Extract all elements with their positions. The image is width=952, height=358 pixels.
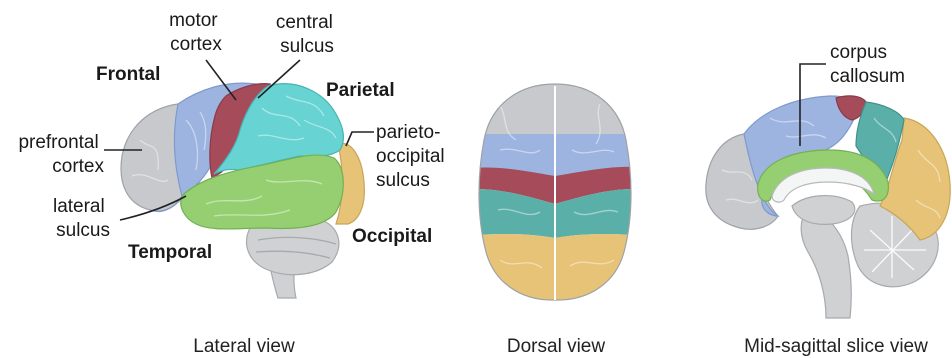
label-temporal: Temporal [128, 242, 212, 263]
label-prefrontal-cortex: prefrontal cortex [18, 132, 104, 177]
lateral-view: motor cortex central sulcus Frontal Pari… [18, 10, 450, 357]
sagittal-thalamus [792, 196, 855, 225]
label-central-sulcus: central sulcus [276, 12, 338, 57]
label-motor-cortex: motor cortex [169, 10, 223, 55]
caption-dorsal-view: Dorsal view [507, 336, 605, 357]
caption-sagittal-view: Mid-sagittal slice view [744, 336, 928, 357]
label-lateral-sulcus: lateral sulcus [53, 196, 110, 241]
label-frontal: Frontal [96, 64, 160, 85]
leader-parieto-occipital [346, 132, 374, 146]
dorsal-view: Dorsal view [460, 80, 650, 357]
label-parietal: Parietal [326, 80, 395, 101]
label-occipital: Occipital [352, 226, 432, 247]
caption-lateral-view: Lateral view [193, 336, 295, 357]
label-corpus-callosum: corpus callosum [830, 42, 905, 87]
prefrontal-region [121, 104, 182, 211]
label-parieto-occipital-sulcus: parieto- occipital sulcus [376, 122, 450, 191]
sagittal-view: corpus callosum Mid-sagittal slice view [706, 42, 950, 357]
